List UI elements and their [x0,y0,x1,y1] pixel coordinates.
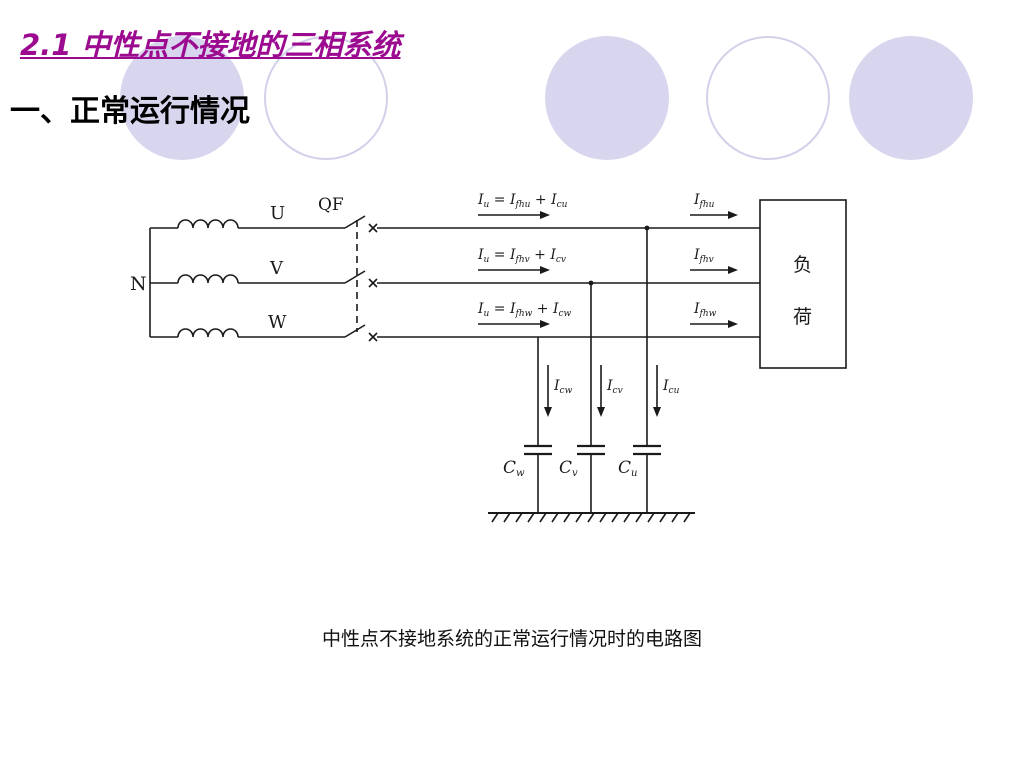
deco-circle-1 [120,36,244,160]
breaker-terminal-v [368,278,378,288]
cap-current-w: Icw [553,378,573,396]
load-current-u: Ifhu [693,192,715,210]
breaker-contact-u [344,215,366,229]
arrowhead-load-v [728,266,738,274]
arrowhead-load-u [728,211,738,219]
breaker-terminal-u [368,223,378,233]
eq-line-w: Iu = Ifhw + Icw [477,301,572,319]
load-label-2: 荷 [793,306,812,328]
load-box [759,199,847,369]
arrowhead-cap-w [544,407,552,417]
phase-label-w: W [268,312,287,333]
cap-current-u: Icu [662,378,680,396]
coil-v [177,274,239,284]
capacitor-label-w: Cw [503,458,525,479]
neutral-label: N [130,273,147,295]
arrowhead-cap-u [653,407,661,417]
section-heading: 一、正常运行情况 [10,94,250,129]
ground-hatching [491,512,691,523]
figure-caption: 中性点不接地系统的正常运行情况时的电路图 [321,628,702,650]
arrowhead-load-w [728,320,738,328]
svg-text:Iu = Ifhu + Icu: Iu = Ifhu + Icu [477,192,568,210]
breaker-contact-w [344,324,366,338]
arrowhead-line-u [540,211,550,219]
junction-u [644,225,650,231]
arrowhead-line-w [540,320,550,328]
breaker-label: QF [318,195,344,215]
capacitor-label-u: Cu [618,458,637,479]
deco-circle-3 [545,36,669,160]
phase-label-v: V [269,258,284,279]
junction-v [588,280,594,286]
capacitor-label-v: Cv [559,458,578,479]
breaker-terminal-w [368,332,378,342]
breaker-contact-v [344,270,366,284]
coil-u [177,219,239,229]
deco-circle-2 [264,36,388,160]
figure-background [120,160,857,545]
arrowhead-cap-v [597,407,605,417]
load-current-w: Ifhw [693,301,717,319]
circuit-diagram: N U V W QF 负 荷 Iu = Ifhu + Icu Iu = Ifhv… [120,160,857,545]
arrowhead-line-v [540,266,550,274]
eq-line-u: Iu = Ifhu + Icu [477,192,568,210]
slide-title: 2.1 中性点不接地的三相系统 [20,28,401,62]
coil-w [177,328,239,338]
cap-current-v: Icv [606,378,623,396]
phase-label-u: U [270,203,285,224]
svg-text:Iu = Ifhv + Icv: Iu = Ifhv + Icv [477,247,566,265]
circuit-figure: N U V W QF 负 荷 Iu = Ifhu + Icu Iu = Ifhv… [120,160,857,545]
svg-text:Iu = Ifhw + Icw: Iu = Ifhw + Icw [477,301,572,319]
deco-circle-5 [849,36,973,160]
load-label-1: 负 [793,254,812,276]
deco-circle-4 [706,36,830,160]
load-current-v: Ifhv [693,247,714,265]
eq-line-v: Iu = Ifhv + Icv [477,247,566,265]
